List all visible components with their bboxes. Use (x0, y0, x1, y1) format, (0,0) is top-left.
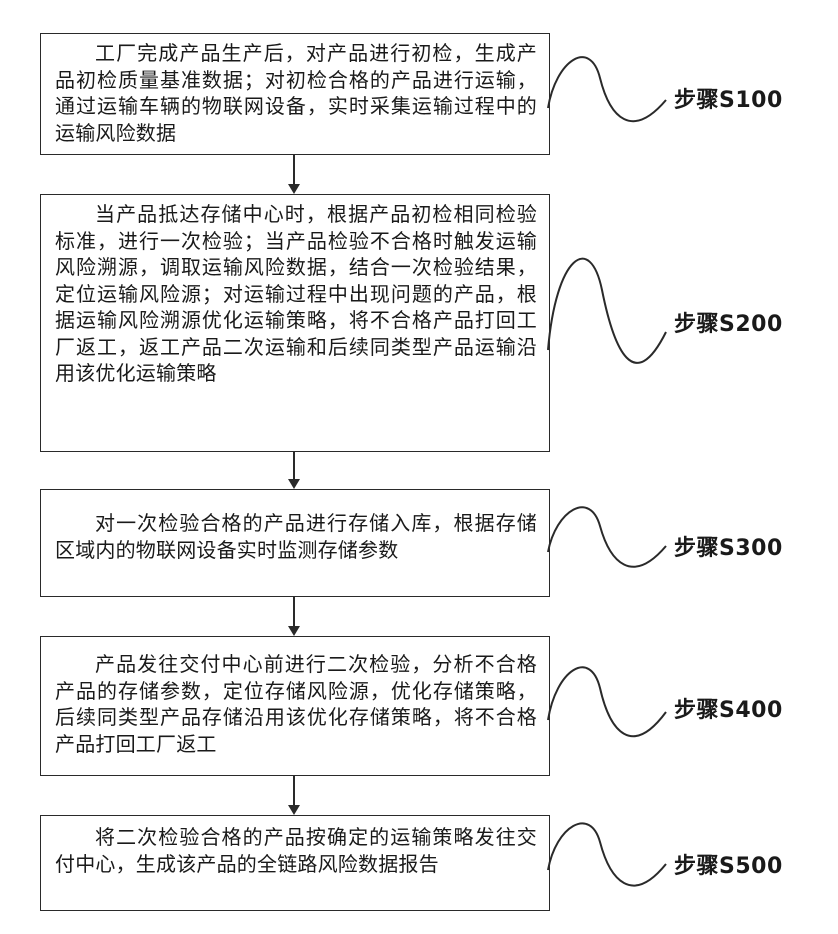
step-s400-box: 产品发往交付中心前进行二次检验，分析不合格产品的存储参数，定位存储风险源，优化存… (40, 636, 550, 776)
step-s100-connector (548, 38, 668, 158)
arrow-s100-to-s200 (286, 155, 302, 195)
arrow-s300-to-s400 (286, 597, 302, 637)
step-s400-label: 步骤S400 (674, 692, 783, 724)
step-s400-connector (548, 648, 668, 773)
step-s200-label: 步骤S200 (674, 306, 783, 338)
arrow-s400-to-s500 (286, 776, 302, 816)
step-s100-box: 工厂完成产品生产后，对产品进行初检，生成产品初检质量基准数据；对初检合格的产品进… (40, 33, 550, 155)
step-s500-box: 将二次检验合格的产品按确定的运输策略发往交付中心，生成该产品的全链路风险数据报告 (40, 815, 550, 911)
step-s300-label: 步骤S300 (674, 530, 783, 562)
step-s100-label: 步骤S100 (674, 82, 783, 114)
step-s200-box: 当产品抵达存储中心时，根据产品初检相同检验标准，进行一次检验；当产品检验不合格时… (40, 194, 550, 452)
step-s200-connector (548, 232, 668, 412)
step-s500-label: 步骤S500 (674, 848, 783, 880)
arrow-s200-to-s300 (286, 452, 302, 490)
step-s300-connector (548, 490, 668, 600)
step-s500-connector (548, 806, 668, 916)
step-s300-box: 对一次检验合格的产品进行存储入库，根据存储区域内的物联网设备实时监测存储参数 (40, 489, 550, 597)
